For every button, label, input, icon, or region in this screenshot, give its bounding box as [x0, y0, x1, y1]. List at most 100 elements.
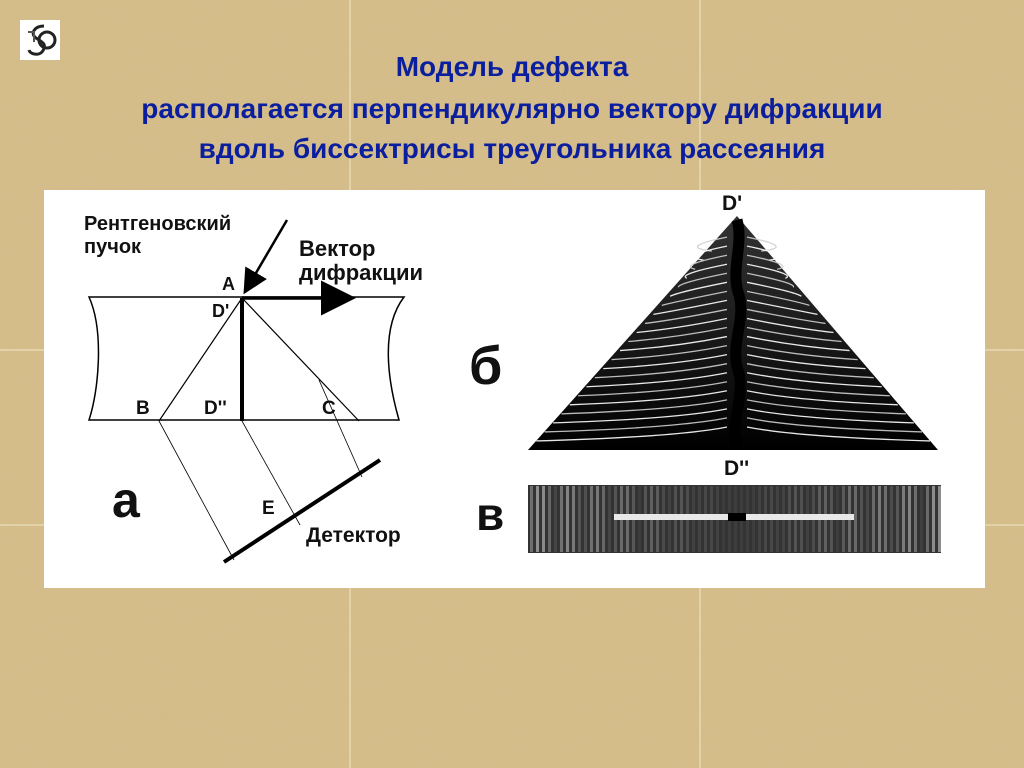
- fringe-line: [746, 317, 834, 334]
- topograph-stripe: [926, 486, 929, 552]
- topograph-stripe: [554, 486, 557, 552]
- point-e-label: E: [262, 498, 275, 519]
- fringe-line: [746, 417, 922, 433]
- point-d-prime-label: D': [212, 301, 229, 321]
- title-line-3: вдоль биссектрисы треугольника рассеяния: [198, 133, 826, 164]
- fringe-line: [746, 254, 784, 270]
- topograph-stripe: [530, 486, 533, 552]
- ray-from-d: [241, 420, 301, 526]
- topograph-stripe: [932, 486, 935, 552]
- topograph-stripe: [884, 486, 887, 552]
- triangle-edge-ac: [241, 297, 360, 422]
- fringe-line: [746, 372, 882, 388]
- title-line-2: располагается перпендикулярно вектору ди…: [141, 93, 883, 124]
- topograph-stripe: [872, 486, 875, 552]
- triangle-edge-ab: [158, 297, 243, 422]
- topograph-stripe: [896, 486, 899, 552]
- fringe-line: [746, 399, 906, 415]
- point-d-double-label: D'': [204, 398, 227, 419]
- topograph-stripe: [866, 486, 869, 552]
- fringe-line: [644, 308, 728, 325]
- fringe-line: [746, 335, 850, 352]
- topograph-stripe: [902, 486, 905, 552]
- topograph-stripe: [542, 486, 545, 552]
- topograph-center-dark: [728, 513, 746, 521]
- topograph-stripe: [560, 486, 563, 552]
- fringe-line: [746, 281, 802, 297]
- diagram-b: D' D'' б: [469, 192, 938, 480]
- fringe-line: [603, 354, 728, 370]
- topograph-stripe: [908, 486, 911, 552]
- topograph-stripe: [914, 486, 917, 552]
- fringe-line: [746, 326, 842, 343]
- topograph-stripe: [584, 486, 587, 552]
- topograph-stripe: [860, 486, 863, 552]
- fringe-line: [684, 263, 728, 279]
- ds-logo-icon: [20, 20, 60, 60]
- fringe-line: [569, 390, 728, 406]
- fringe-line: [746, 426, 930, 442]
- fringe-line: [746, 390, 898, 406]
- fringe-line: [619, 335, 728, 352]
- fringe-line: [746, 299, 818, 316]
- diagram-a: Рентгеновский пучок Вектор дифракции A D…: [84, 213, 423, 564]
- fringe-line: [693, 245, 728, 261]
- topograph-stripe: [596, 486, 599, 552]
- vector-label-line2: дифракции: [299, 260, 423, 285]
- fringe-line: [746, 263, 788, 279]
- topograph-stripe: [608, 486, 611, 552]
- topograph-stripe: [602, 486, 605, 552]
- fringe-line: [746, 272, 795, 288]
- topograph-stripe: [938, 486, 941, 552]
- d-prime-top-label: D': [722, 192, 742, 215]
- topograph-stripe: [920, 486, 923, 552]
- panel-letter-v: в: [476, 488, 504, 540]
- fringe-line: [746, 245, 780, 261]
- topograph-stripe: [890, 486, 893, 552]
- topograph-stripe: [548, 486, 551, 552]
- defect-contrast-line: [729, 218, 747, 450]
- fringe-line: [746, 290, 810, 306]
- topograph-stripe: [566, 486, 569, 552]
- fringe-line: [677, 272, 728, 288]
- topograph-stripe: [536, 486, 539, 552]
- fringe-line: [578, 381, 728, 397]
- fringe-line: [689, 254, 728, 270]
- xray-beam-arrow: [243, 219, 289, 295]
- ray-from-c: [318, 379, 363, 478]
- fringe-line: [653, 299, 728, 316]
- topograph-stripe: [878, 486, 881, 552]
- topograph-stripe: [578, 486, 581, 552]
- fringe-line: [553, 408, 728, 424]
- fringe-line: [746, 354, 866, 370]
- detector-line: [222, 458, 382, 564]
- beam-label-line2: пучок: [84, 236, 142, 258]
- fringe-line: [544, 417, 728, 433]
- beam-label-line1: Рентгеновский: [84, 213, 231, 235]
- title-line-1: Модель дефекта: [395, 51, 629, 82]
- d-double-bottom-label: D'': [724, 457, 749, 480]
- point-b-label: B: [136, 398, 150, 419]
- diagram-v: в: [476, 485, 941, 553]
- fringe-line: [746, 408, 914, 424]
- point-c-label: C: [322, 398, 336, 419]
- interference-fringes: [536, 236, 930, 442]
- fringe-line: [586, 372, 728, 388]
- fringe-line: [628, 326, 728, 343]
- fringe-line: [594, 363, 728, 379]
- topograph-stripe: [572, 486, 575, 552]
- fringe-line: [561, 399, 728, 415]
- fringe-line: [746, 363, 874, 379]
- fringe-line: [636, 317, 728, 334]
- topograph-stripe: [590, 486, 593, 552]
- crystal-slab: [87, 296, 406, 421]
- fringe-line: [536, 426, 728, 442]
- fringe-line: [669, 281, 728, 297]
- fringe-line: [746, 308, 826, 325]
- fringe-line: [611, 344, 728, 361]
- diffraction-diagram: Рентгеновский пучок Вектор дифракции A D…: [84, 192, 941, 564]
- topograph-stripe: [854, 486, 857, 552]
- figure-panel: Рентгеновский пучок Вектор дифракции A D…: [44, 190, 985, 588]
- panel-letter-b: б: [469, 336, 502, 396]
- fringe-line: [746, 381, 890, 397]
